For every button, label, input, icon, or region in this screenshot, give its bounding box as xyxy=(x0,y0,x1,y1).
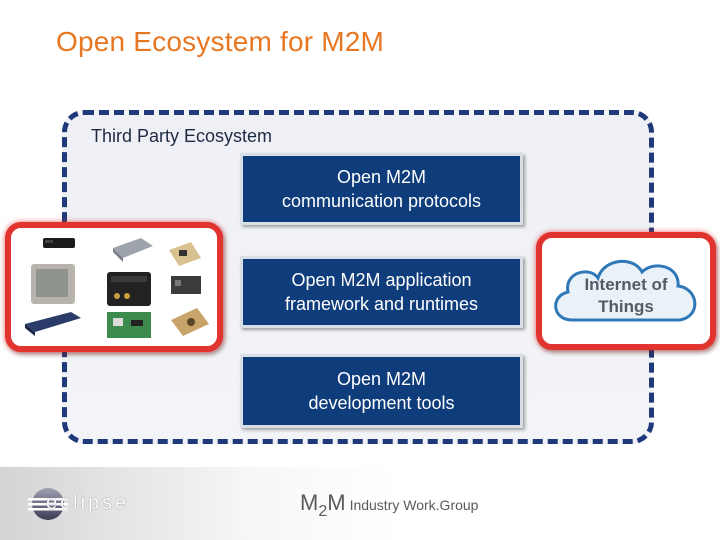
iot-label-line1: Internet of xyxy=(584,275,668,294)
industry-workgroup-text: Industry Work.Group xyxy=(349,497,479,513)
embedded-board-icon xyxy=(171,276,201,294)
iot-panel: Internet of Things xyxy=(536,232,716,350)
touch-panel-icon xyxy=(31,264,75,304)
green-pcb-icon xyxy=(107,312,151,338)
router-icon xyxy=(25,312,81,336)
cloud-icon xyxy=(554,259,697,322)
tools-box: Open M2M development tools xyxy=(240,354,523,428)
tools-box-label: Open M2M development tools xyxy=(308,369,455,413)
framework-box-label: Open M2M application framework and runti… xyxy=(284,270,479,314)
eclipse-logo-icon xyxy=(28,488,68,520)
m2m-subscript: 2 xyxy=(318,503,328,520)
protocols-box-label: Open M2M communication protocols xyxy=(281,167,482,211)
devices-panel xyxy=(5,222,223,352)
protocols-box: Open M2M communication protocols xyxy=(240,153,523,225)
footer-bar xyxy=(0,467,720,540)
circuit-module-icon xyxy=(169,242,201,266)
iot-label: Internet of Things xyxy=(542,274,710,318)
m2m-first-m: M xyxy=(300,490,319,515)
slide-title: Open Ecosystem for M2M xyxy=(56,26,385,57)
iot-label-line2: Things xyxy=(598,297,654,316)
industrial-gateway-icon xyxy=(107,272,151,306)
sensor-board-icon xyxy=(171,308,209,336)
ecosystem-label: Third Party Ecosystem xyxy=(91,126,273,146)
m2m-second-m: M xyxy=(327,490,346,515)
set-top-box-icon xyxy=(43,238,75,248)
framework-box: Open M2M application framework and runti… xyxy=(240,256,523,328)
modem-icon xyxy=(113,238,153,262)
eclipse-wordmark: eclipse xyxy=(46,492,130,514)
